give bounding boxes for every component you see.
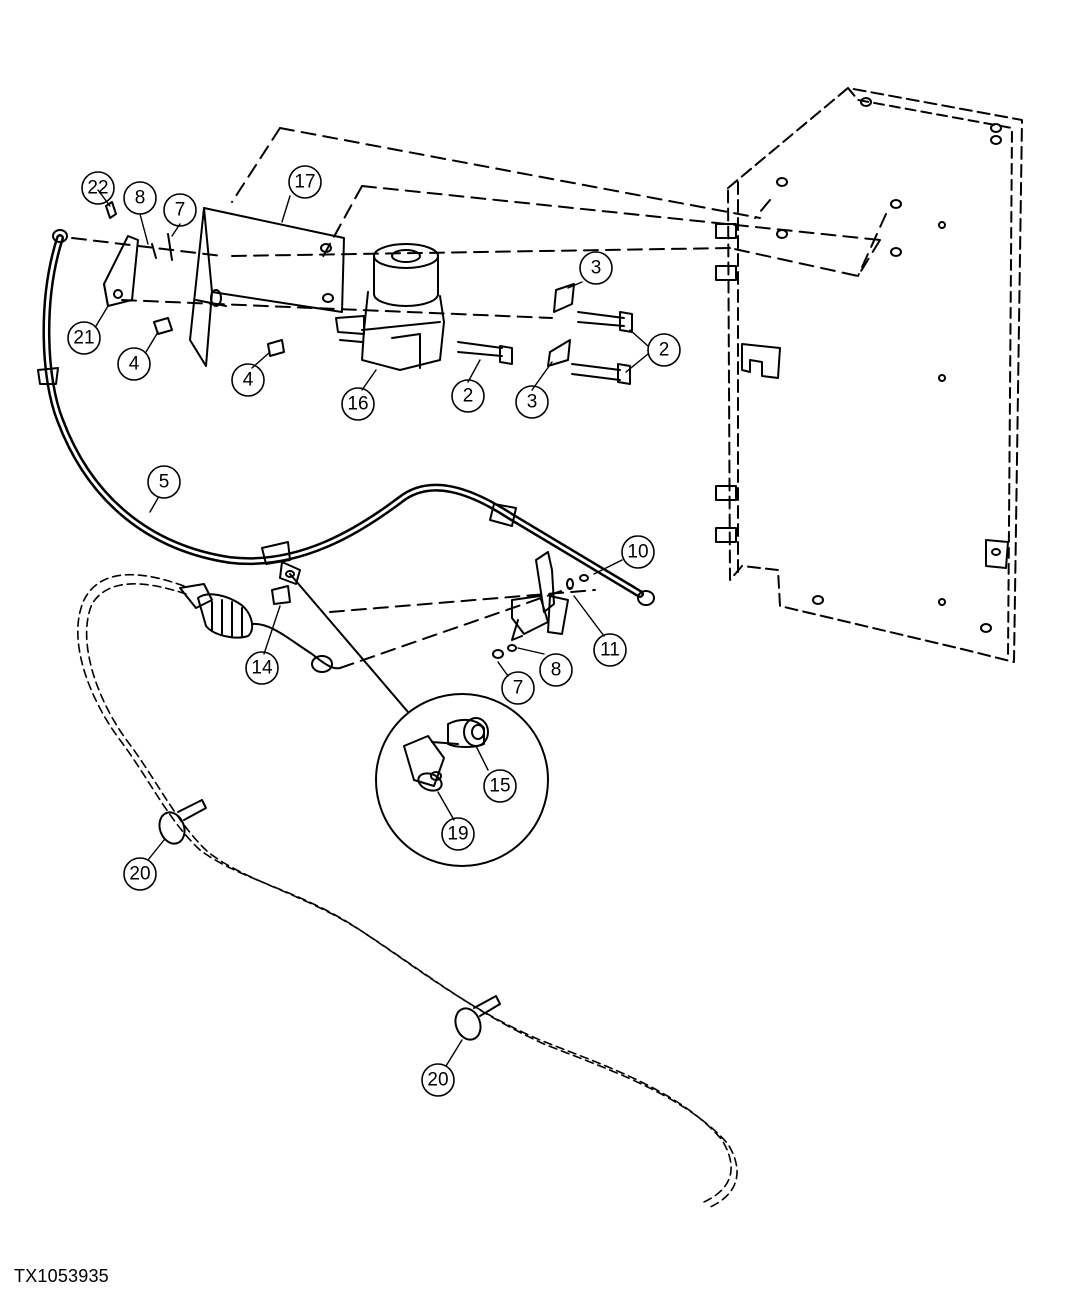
mounting-bracket bbox=[189, 207, 345, 367]
callout-20-upper: 20 bbox=[129, 864, 150, 885]
side-panel bbox=[715, 87, 1023, 663]
callout-3-bottom: 3 bbox=[527, 392, 538, 413]
callout-14: 14 bbox=[251, 658, 273, 679]
throttle-cable bbox=[37, 229, 655, 606]
callout-15: 15 bbox=[489, 776, 510, 797]
callout-22: 22 bbox=[87, 178, 108, 199]
harness-clamps bbox=[158, 799, 501, 1041]
cable-clamp-hardware bbox=[271, 561, 409, 713]
solenoid bbox=[335, 243, 445, 371]
callout-2-right: 2 bbox=[659, 340, 670, 361]
callout-4-left: 4 bbox=[129, 354, 140, 375]
nuts bbox=[153, 317, 285, 357]
wire-harness bbox=[77, 573, 738, 1209]
callout-labels: 22 8 7 17 3 2 21 4 4 16 2 3 5 10 14 11 8… bbox=[73, 172, 669, 1091]
callout-8-bottom: 8 bbox=[551, 660, 562, 681]
cable-boot bbox=[179, 583, 341, 673]
callout-11: 11 bbox=[600, 640, 620, 661]
callout-4-center: 4 bbox=[243, 370, 254, 391]
callout-19: 19 bbox=[447, 824, 468, 845]
detail-view bbox=[375, 693, 549, 867]
callout-20-lower: 20 bbox=[427, 1070, 448, 1091]
callout-circles bbox=[67, 165, 681, 1097]
callout-5: 5 bbox=[159, 472, 170, 493]
callout-2-center: 2 bbox=[463, 386, 474, 407]
callout-16: 16 bbox=[347, 394, 368, 415]
callout-21: 21 bbox=[73, 328, 94, 349]
figure-id-label: TX1053935 bbox=[14, 1266, 109, 1286]
callout-3-top: 3 bbox=[591, 258, 602, 279]
bolts-and-washers bbox=[457, 283, 633, 385]
lever-and-bolt bbox=[103, 201, 173, 307]
callout-7-top: 7 bbox=[175, 200, 186, 221]
callout-7-bottom: 7 bbox=[513, 678, 524, 699]
callout-17: 17 bbox=[294, 172, 315, 193]
assembly-guide-lines bbox=[71, 127, 887, 669]
governor-linkage bbox=[492, 551, 589, 659]
callout-8-top: 8 bbox=[135, 188, 146, 209]
callout-10: 10 bbox=[627, 542, 648, 563]
leader-lines bbox=[95, 189, 649, 1067]
